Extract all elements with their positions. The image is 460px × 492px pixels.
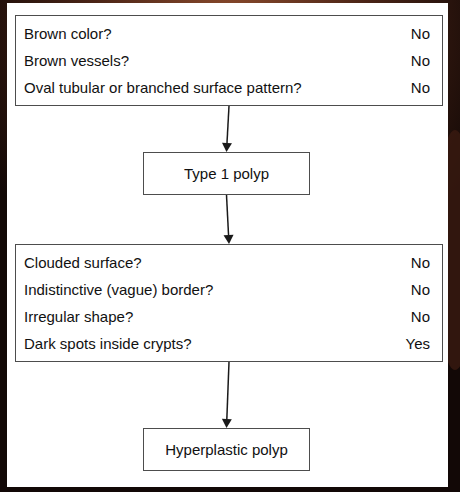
arrow-line	[227, 106, 229, 143]
answer-text: Yes	[394, 330, 430, 357]
result-text: Hyperplastic polyp	[165, 441, 288, 458]
question-text: Irregular shape?	[24, 303, 133, 330]
answer-text: No	[399, 276, 430, 303]
question-text: Brown color?	[24, 20, 112, 47]
arrow-head	[224, 235, 234, 244]
result-box: Hyperplastic polyp	[143, 428, 310, 471]
arrow-line	[227, 362, 229, 419]
criteria-row: Oval tubular or branched surface pattern…	[24, 74, 430, 101]
answer-text: No	[399, 74, 430, 101]
criteria-box: Clouded surface?NoIndistinctive (vague) …	[15, 244, 443, 362]
flow-arrow	[222, 362, 232, 428]
answer-text: No	[399, 303, 430, 330]
question-text: Dark spots inside crypts?	[24, 330, 192, 357]
result-box: Type 1 polyp	[143, 152, 310, 195]
answer-text: No	[399, 20, 430, 47]
question-text: Indistinctive (vague) border?	[24, 276, 213, 303]
answer-text: No	[399, 47, 430, 74]
criteria-row: Indistinctive (vague) border? No	[24, 276, 430, 303]
flow-arrow	[224, 195, 234, 244]
criteria-row: Brown vessels? No	[24, 47, 430, 74]
question-text: Brown vessels?	[24, 47, 129, 74]
criteria-row: Clouded surface? No	[24, 249, 430, 276]
result-text: Type 1 polyp	[184, 165, 269, 182]
criteria-row: Irregular shape? No	[24, 303, 430, 330]
flow-arrow	[222, 106, 232, 152]
arrow-head	[222, 419, 232, 428]
criteria-row: Brown color? No	[24, 20, 430, 47]
arrow-head	[222, 143, 232, 152]
answer-text: No	[399, 249, 430, 276]
criteria-box: Brown color?NoBrown vessels?NoOval tubul…	[15, 15, 443, 106]
criteria-row: Dark spots inside crypts? Yes	[24, 330, 430, 357]
question-text: Clouded surface?	[24, 249, 142, 276]
arrow-line	[227, 195, 229, 235]
question-text: Oval tubular or branched surface pattern…	[24, 74, 302, 101]
